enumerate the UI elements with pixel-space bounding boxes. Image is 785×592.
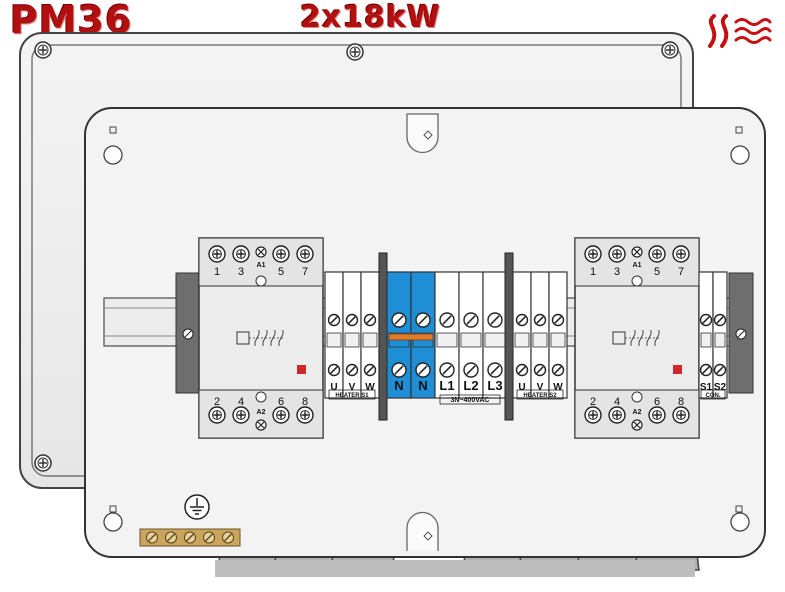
- lid-screws: [34, 41, 679, 472]
- terminal-block: W: [360, 271, 380, 399]
- terminal-label: A1: [257, 262, 266, 269]
- contactor-right: 1 3 A1 5 7 2 4A2 6 8: [574, 237, 700, 439]
- terminal-label: N: [418, 378, 427, 393]
- terminal-label: 6: [278, 396, 284, 408]
- terminal-label: 7: [302, 266, 308, 278]
- terminal-label: 2: [214, 396, 220, 408]
- terminal-label: U: [518, 382, 525, 393]
- terminal-label: W: [553, 382, 563, 393]
- terminal-label: 6: [654, 396, 660, 408]
- terminal-label: 3: [238, 266, 244, 278]
- status-led: [673, 365, 682, 374]
- separator-plate: [504, 252, 514, 421]
- terminal-label: 1: [590, 266, 596, 278]
- terminal-block: U: [324, 271, 344, 399]
- separator-plate: [378, 252, 388, 421]
- terminal-label: V: [537, 382, 544, 393]
- terminal-label: 5: [654, 266, 660, 278]
- terminal-label: 7: [678, 266, 684, 278]
- terminal-label: L3: [487, 378, 502, 393]
- busbar-screws: [146, 531, 234, 544]
- terminal-block: S1: [698, 271, 714, 399]
- group-caption-heater-s2: HEATER S2: [523, 393, 557, 399]
- neutral-bridge: [388, 333, 434, 341]
- terminal-label: 5: [278, 266, 284, 278]
- contactor-left: 1 3 A1 5 7 2 4A2 6 8: [198, 237, 324, 439]
- terminal-label: A1: [633, 262, 642, 269]
- terminal-label: 8: [302, 396, 308, 408]
- terminal-label: L1: [439, 378, 454, 393]
- status-led: [297, 365, 306, 374]
- terminal-block: W: [548, 271, 568, 399]
- terminal-block: L2: [458, 271, 484, 399]
- terminal-label: W: [365, 382, 375, 393]
- terminal-label: 3: [614, 266, 620, 278]
- power-rating: 2x18kW: [300, 0, 442, 35]
- terminal-label: A2: [633, 409, 642, 416]
- terminal-block: S2: [712, 271, 728, 399]
- terminal-label: 4: [238, 396, 244, 408]
- group-caption-heater-s1: HEATER S1: [335, 393, 369, 399]
- ground-icon: [184, 494, 210, 520]
- terminal-block: V: [342, 271, 362, 399]
- terminal-label: 4: [614, 396, 620, 408]
- terminal-label: S1: [700, 382, 713, 393]
- terminal-label: S2: [714, 382, 727, 393]
- terminal-block: L3: [482, 271, 508, 399]
- terminal-block: U: [512, 271, 532, 399]
- terminal-label: U: [330, 382, 337, 393]
- terminal-label: 2: [590, 396, 596, 408]
- terminal-label: L2: [463, 378, 478, 393]
- terminal-label: V: [349, 382, 356, 393]
- terminal-label: A2: [257, 409, 266, 416]
- terminal-label: 1: [214, 266, 220, 278]
- heat-waves-icon: [708, 14, 772, 48]
- terminal-label: N: [394, 378, 403, 393]
- group-caption-supply: 3N~400VAC: [451, 397, 490, 404]
- terminal-label: 8: [678, 396, 684, 408]
- terminal-block: L1: [434, 271, 460, 399]
- terminal-block: V: [530, 271, 550, 399]
- group-caption-control: CON.: [706, 393, 721, 399]
